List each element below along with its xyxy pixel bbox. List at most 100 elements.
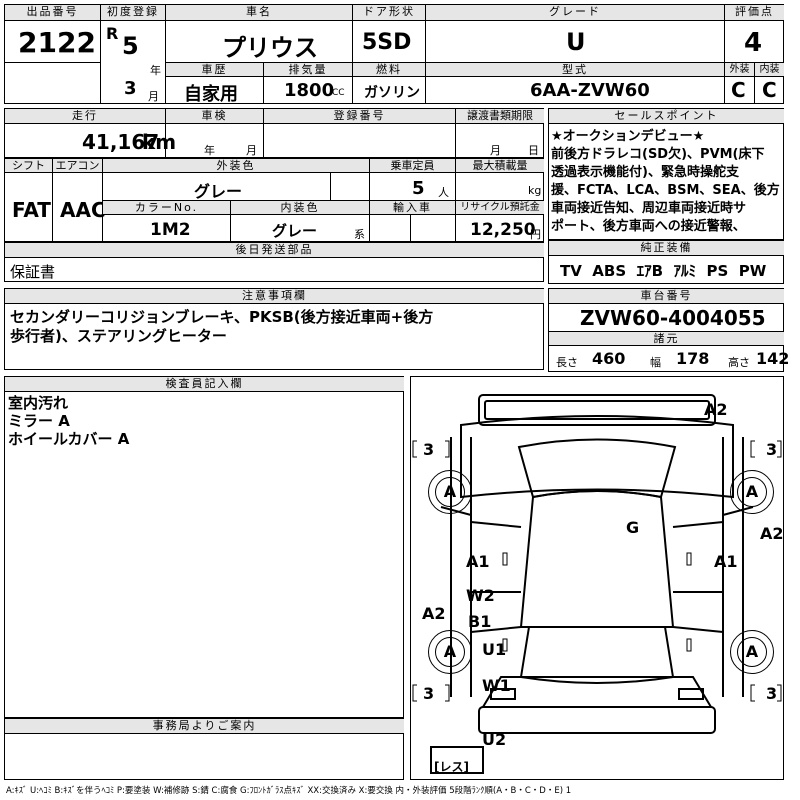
- damage-mark: A1: [714, 552, 738, 571]
- recycle-unit: 円: [530, 228, 541, 241]
- history: 自家用: [184, 84, 238, 105]
- damage-mark: A2: [704, 400, 728, 419]
- ac: AAC: [60, 198, 106, 222]
- score: 4: [744, 28, 763, 58]
- mileage-unit: km: [142, 130, 177, 154]
- transfer-label: 譲渡書類期限: [456, 109, 544, 124]
- inspector-line: 室内汚れ: [8, 394, 69, 412]
- fuel-label: 燃料: [353, 63, 425, 77]
- capacity: 5: [412, 178, 425, 199]
- length: 460: [592, 349, 626, 368]
- legend: A:ｷｽﾞ U:ﾍｺﾐ B:ｷｽﾞを伴うﾍｺﾐ P:要塗装 W:補修跡 S:錆 …: [6, 786, 572, 796]
- door-type: 5SD: [362, 30, 412, 55]
- model-label: 型式: [426, 63, 724, 77]
- intcolor: グレー: [272, 222, 318, 240]
- tire-right-front: A: [730, 470, 774, 514]
- transfer-day-unit: 日: [528, 144, 539, 157]
- damage-mark: U1: [482, 640, 507, 659]
- displacement: 1800: [284, 80, 335, 101]
- equipment-item: ｴｱB: [636, 262, 664, 280]
- month-unit: 月: [148, 90, 159, 103]
- color-label: 外装色: [103, 159, 369, 173]
- load-label: 最大積載量: [456, 159, 544, 173]
- tire-left-rear: A: [428, 630, 472, 674]
- width: 178: [676, 349, 710, 368]
- equipment-item: ABS: [592, 262, 627, 280]
- load-unit: kg: [528, 184, 542, 197]
- grade-label: グレード: [426, 5, 724, 21]
- grade: U: [566, 28, 586, 56]
- inspector-block: [4, 376, 404, 718]
- equipment-item: ｱﾙﾐ: [673, 262, 697, 280]
- notes-text: セカンダリーコリジョンブレーキ、PKSB(後方接近車両+後方 歩行者)、ステアリ…: [10, 308, 433, 346]
- sales-point-block: [548, 108, 784, 240]
- later-parts-label: 後日発送部品: [5, 243, 544, 258]
- equipment-block: [548, 240, 784, 284]
- score-label: 評価点: [725, 5, 784, 21]
- lot-number: 2122: [18, 26, 96, 59]
- reg-number-label: 登録番号: [264, 109, 455, 124]
- tread-right-rear: 3: [766, 684, 778, 703]
- damage-mark: A1: [466, 552, 490, 571]
- tread-right-front: 3: [766, 440, 778, 459]
- inspector-text: 室内汚れ ミラー A ホイールカバー A: [8, 394, 129, 448]
- width-label: 幅: [650, 356, 661, 369]
- history-label: 車歴: [166, 63, 263, 77]
- ext-label: 外装: [725, 63, 754, 77]
- equipment-list: TV ABS ｴｱB ｱﾙﾐ PS PW: [560, 260, 766, 281]
- lot-label: 出品番号: [5, 5, 100, 21]
- tire-right-rear: A: [730, 630, 774, 674]
- spare-tire-text: レス: [439, 760, 464, 774]
- damage-mark: U2: [482, 730, 507, 749]
- shift-label: シフト: [5, 159, 52, 173]
- specs-label: 諸元: [549, 332, 784, 346]
- first-reg-label: 初度登録: [101, 5, 165, 21]
- intcolor-label: 内装色: [231, 201, 369, 215]
- equipment-item: PW: [738, 262, 767, 280]
- reg-month: 3: [124, 78, 137, 99]
- capacity-unit: 人: [438, 186, 449, 199]
- displacement-label: 排気量: [264, 63, 352, 77]
- notes-line: セカンダリーコリジョンブレーキ、PKSB(後方接近車両+後方: [10, 308, 434, 326]
- sales-point-label: セールスポイント: [549, 109, 784, 124]
- colorno: 1M2: [150, 220, 191, 240]
- notes-label: 注意事項欄: [5, 289, 544, 304]
- chassis-number: ZVW60-4004055: [580, 306, 766, 330]
- displacement-unit: CC: [332, 88, 345, 98]
- inspector-line: ミラー A: [8, 412, 70, 430]
- notes-block: [4, 288, 544, 370]
- header-block: [4, 4, 784, 104]
- chassis-label: 車台番号: [549, 289, 784, 304]
- tire-left-front: A: [428, 470, 472, 514]
- recycle-label: リサイクル預託金: [456, 201, 544, 215]
- int-grade: C: [762, 78, 777, 102]
- transfer-month-unit: 月: [490, 144, 501, 157]
- car-outline: [412, 394, 782, 774]
- door-label: ドア形状: [353, 5, 425, 21]
- sales-line: 前後方ドラレコ(SD欠)、PVM(床下: [551, 147, 765, 162]
- insp-year-unit: 年: [204, 144, 215, 157]
- era: R: [106, 24, 119, 43]
- model: 6AA-ZVW60: [530, 80, 650, 101]
- damage-mark: G: [626, 518, 640, 537]
- inspector-label: 検査員記入欄: [5, 377, 404, 392]
- height: 142: [756, 349, 790, 368]
- car-name: プリウス: [222, 34, 318, 62]
- mileage: 41,167: [82, 130, 160, 154]
- sales-line: ポート、後方車両への接近警報、: [551, 219, 746, 234]
- damage-mark: A2: [760, 524, 784, 543]
- inspection-label: 車検: [166, 109, 263, 124]
- capacity-label: 乗車定員: [370, 159, 455, 173]
- spare-tire: [レス]: [434, 760, 469, 774]
- tread-left-front: 3: [423, 440, 435, 459]
- damage-mark: W1: [482, 676, 511, 695]
- insp-month-unit: 月: [246, 144, 257, 157]
- equipment-label: 純正装備: [549, 241, 784, 256]
- import-label: 輸入車: [370, 201, 455, 215]
- notes-line: 歩行者)、ステアリングヒーター: [10, 327, 227, 345]
- sales-line: 援、FCTA、LCA、BSM、SEA、後方: [551, 183, 780, 198]
- ac-label: エアコン: [53, 159, 102, 173]
- recycle: 12,250: [470, 220, 536, 240]
- reg-year: 5: [122, 32, 139, 60]
- inspector-line: ホイールカバー A: [8, 430, 130, 448]
